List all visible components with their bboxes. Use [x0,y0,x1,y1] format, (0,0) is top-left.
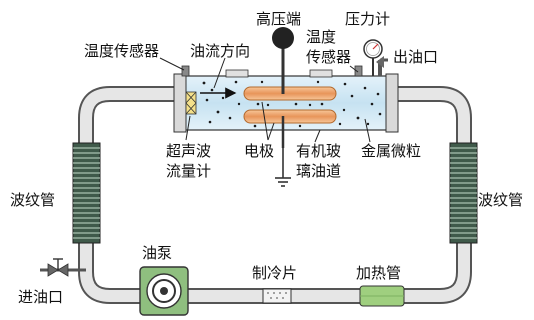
high-voltage-terminal [272,27,294,148]
label-oil-inlet: 进油口 [18,288,63,306]
label-glass-channel-line2: 璃油道 [296,162,341,180]
label-bellows-left: 波纹管 [10,191,55,209]
pressure-gauge-icon [363,39,383,76]
label-ultrasonic-line2: 流量计 [166,162,211,180]
label-metal-particles: 金属微粒 [361,142,421,160]
oil-outlet [376,56,388,76]
label-oil-outlet: 出油口 [393,48,438,66]
label-oil-flow-direction: 油流方向 [190,42,250,60]
electrodes [243,86,337,124]
bellows-right [449,142,478,244]
label-high-voltage: 高压端 [256,10,301,28]
label-pressure-gauge: 压力计 [345,10,390,28]
label-ultrasonic-line1: 超声波 [166,142,211,160]
oil-inlet-valve [40,258,86,277]
label-cooling-plate: 制冷片 [252,264,297,282]
label-temp-sensor-right-line2: 传感器 [306,48,351,66]
metal-particles [202,80,382,128]
label-temp-sensor-left: 温度传感器 [84,42,159,60]
label-electrode: 电极 [244,142,274,160]
label-glass-channel-line1: 有机玻 [296,142,341,160]
label-temp-sensor-right-line1: 温度 [306,28,336,46]
ultrasonic-flowmeter [185,91,197,115]
heating-tube [359,285,405,307]
leader-lines [159,57,371,143]
bellows-left [72,142,101,244]
ground-icon [275,148,291,187]
oil-pump [139,266,189,316]
cooling-plate [262,288,292,304]
label-oil-pump: 油泵 [142,244,172,262]
label-heating-tube: 加热管 [356,264,401,282]
label-bellows-right: 波纹管 [478,191,523,209]
